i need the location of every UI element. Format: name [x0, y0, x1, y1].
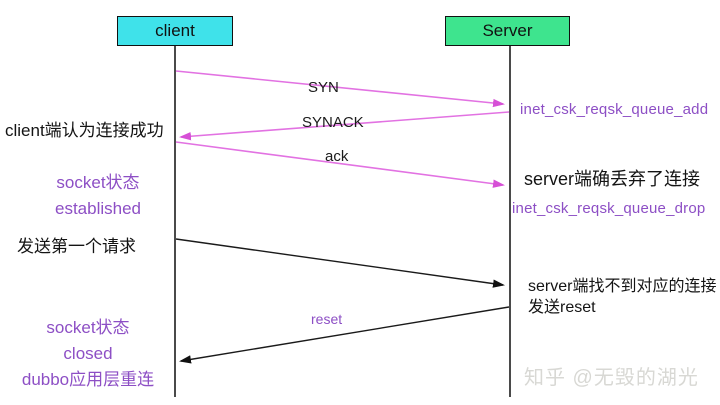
client-connected-note: client端认为连接成功	[5, 121, 164, 140]
reset-label: reset	[311, 311, 343, 327]
server-not-found-note: server端找不到对应的连接 发送reset	[528, 276, 716, 318]
socket-closed-note: socket状态 closed dubbo应用层重连	[2, 315, 174, 393]
socket-established-line2: established	[54, 199, 141, 218]
server-not-found-line2: 发送reset	[528, 299, 596, 316]
client-lifeline	[174, 46, 176, 397]
socket-closed-line1: socket状态	[46, 318, 130, 337]
server-lifeline	[509, 46, 511, 397]
reset-arrow	[179, 306, 510, 364]
zhihu-watermark: 知乎 @无毁的湖光	[524, 367, 699, 389]
socket-closed-line2: closed	[63, 344, 113, 363]
actor-client-label: client	[155, 21, 195, 40]
actor-box-server: Server	[445, 16, 570, 46]
queue-add-note: inet_csk_reqsk_queue_add	[520, 101, 709, 118]
server-dropped-note: server端确丢弃了连接	[524, 169, 701, 189]
ack-label: ack	[325, 148, 349, 165]
syn-arrow	[175, 70, 505, 108]
synack-label: SYNACK	[302, 114, 364, 131]
first-request-arrow	[175, 238, 505, 288]
queue-drop-note: inet_csk_reqsk_queue_drop	[512, 200, 706, 217]
socket-established-line1: socket状态	[56, 173, 140, 192]
actor-server-label: Server	[482, 21, 533, 40]
send-first-request-note: 发送第一个请求	[17, 237, 136, 256]
actor-box-client: client	[117, 16, 233, 46]
synack-arrow	[179, 111, 510, 141]
socket-established-note: socket状态 established	[22, 170, 174, 222]
socket-closed-line3: dubbo应用层重连	[21, 370, 155, 389]
server-not-found-line1: server端找不到对应的连接	[528, 278, 717, 295]
syn-label: SYN	[308, 79, 339, 96]
ack-arrow	[175, 141, 505, 188]
